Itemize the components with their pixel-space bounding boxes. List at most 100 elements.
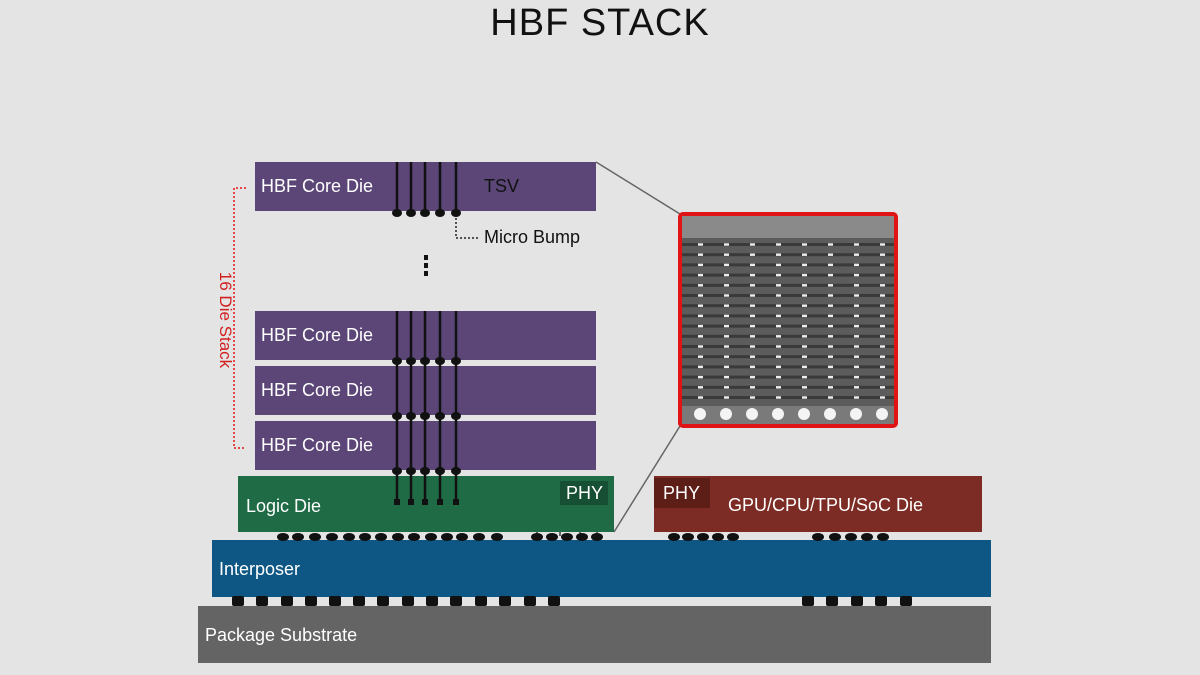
core-die-label: HBF Core Die	[261, 380, 374, 400]
substrate-bump	[475, 596, 487, 606]
tsv-cross-section	[724, 335, 729, 338]
tsv-cross-section	[854, 324, 859, 328]
tsv-cross-section	[750, 304, 755, 307]
cross-section-bump	[746, 408, 758, 420]
phy-label: PHY	[663, 483, 701, 503]
substrate-bump	[548, 596, 560, 606]
micro-bump	[406, 412, 416, 420]
tsv-cross-section	[776, 324, 781, 328]
tsv-cross-section	[776, 304, 781, 307]
tsv-cross-section	[698, 396, 703, 399]
c4-bump	[277, 533, 289, 541]
tsv-cross-section	[698, 243, 703, 246]
tsv-cross-section	[698, 386, 703, 389]
micro-bump-label: Micro Bump	[484, 227, 581, 247]
tsv-cross-section	[802, 294, 807, 297]
substrate-bump	[524, 596, 536, 606]
core-die-label: HBF Core Die	[261, 435, 374, 455]
phy-bump	[576, 533, 588, 541]
phy-bump	[668, 533, 680, 541]
phy-bump	[531, 533, 543, 541]
c4-bump	[392, 533, 404, 541]
tsv-cross-section	[854, 304, 859, 307]
tsv-cross-section	[880, 284, 885, 287]
tsv-cross-section	[880, 345, 885, 348]
cross-section-bump	[824, 408, 836, 420]
tsv-cross-section	[750, 294, 755, 297]
phy-bump	[697, 533, 709, 541]
tsv-cross-section	[828, 365, 833, 369]
substrate-bump	[232, 596, 244, 606]
die-bond-layer	[682, 324, 894, 328]
zoom-leader-line	[595, 161, 681, 215]
tsv-cross-section	[880, 304, 885, 307]
tsv-cross-section	[854, 253, 859, 256]
tsv-cross-section	[750, 314, 755, 318]
c4-bump	[812, 533, 824, 541]
substrate-bump	[851, 596, 863, 606]
logic-pad	[394, 499, 400, 505]
cross-section-bump	[694, 408, 706, 420]
cross-section-bump	[772, 408, 784, 420]
tsv-cross-section	[698, 355, 703, 358]
cross-section-background	[682, 216, 894, 424]
tsv-cross-section	[828, 273, 833, 277]
die-stack-label: 16 Die Stack	[216, 271, 235, 369]
substrate-bump	[353, 596, 365, 606]
tsv-cross-section	[750, 324, 755, 328]
tsv-cross-section	[750, 273, 755, 277]
tsv-cross-section	[776, 365, 781, 369]
tsv-cross-section	[880, 355, 885, 358]
die-bond-layer	[682, 273, 894, 277]
tsv-cross-section	[828, 335, 833, 338]
tsv-cross-section	[750, 355, 755, 358]
tsv-cross-section	[828, 355, 833, 358]
micro-bump	[392, 209, 402, 217]
tsv-cross-section	[750, 396, 755, 399]
cross-section-bump	[798, 408, 810, 420]
tsv-cross-section	[880, 386, 885, 389]
c4-bump	[441, 533, 453, 541]
micro-bump	[451, 467, 461, 475]
tsv-cross-section	[854, 365, 859, 369]
tsv-cross-section	[724, 396, 729, 399]
micro-bump	[406, 209, 416, 217]
tsv-cross-section	[750, 253, 755, 256]
tsv-cross-section	[854, 284, 859, 287]
tsv-cross-section	[854, 335, 859, 338]
tsv-cross-section	[880, 375, 885, 379]
tsv-label: TSV	[484, 176, 520, 196]
tsv-cross-section	[724, 314, 729, 318]
tsv-cross-section	[880, 253, 885, 256]
tsv-cross-section	[724, 253, 729, 256]
c4-bump	[473, 533, 485, 541]
substrate-bump	[875, 596, 887, 606]
tsv-cross-section	[854, 243, 859, 246]
die-bond-layer	[682, 375, 894, 379]
tsv-cross-section	[698, 284, 703, 287]
tsv-cross-section	[698, 365, 703, 369]
tsv-cross-section	[880, 294, 885, 297]
tsv-cross-section	[776, 375, 781, 379]
tsv-cross-section	[854, 345, 859, 348]
tsv-cross-section	[828, 304, 833, 307]
tsv-cross-section	[854, 386, 859, 389]
die-bond-layer	[682, 263, 894, 267]
logic-die-label: Logic Die	[246, 496, 322, 516]
micro-bump	[420, 412, 430, 420]
substrate-label: Package Substrate	[205, 625, 358, 645]
zoom-leader-line	[613, 425, 681, 533]
tsv-cross-section	[802, 263, 807, 267]
tsv-cross-section	[698, 263, 703, 267]
tsv-cross-section	[776, 386, 781, 389]
tsv-cross-section	[698, 324, 703, 328]
tsv-cross-section	[802, 386, 807, 389]
tsv-cross-section	[776, 263, 781, 267]
phy-bump	[591, 533, 603, 541]
tsv-cross-section	[802, 243, 807, 246]
tsv-cross-section	[854, 314, 859, 318]
tsv-cross-section	[854, 273, 859, 277]
c4-bump	[343, 533, 355, 541]
substrate-bump	[802, 596, 814, 606]
